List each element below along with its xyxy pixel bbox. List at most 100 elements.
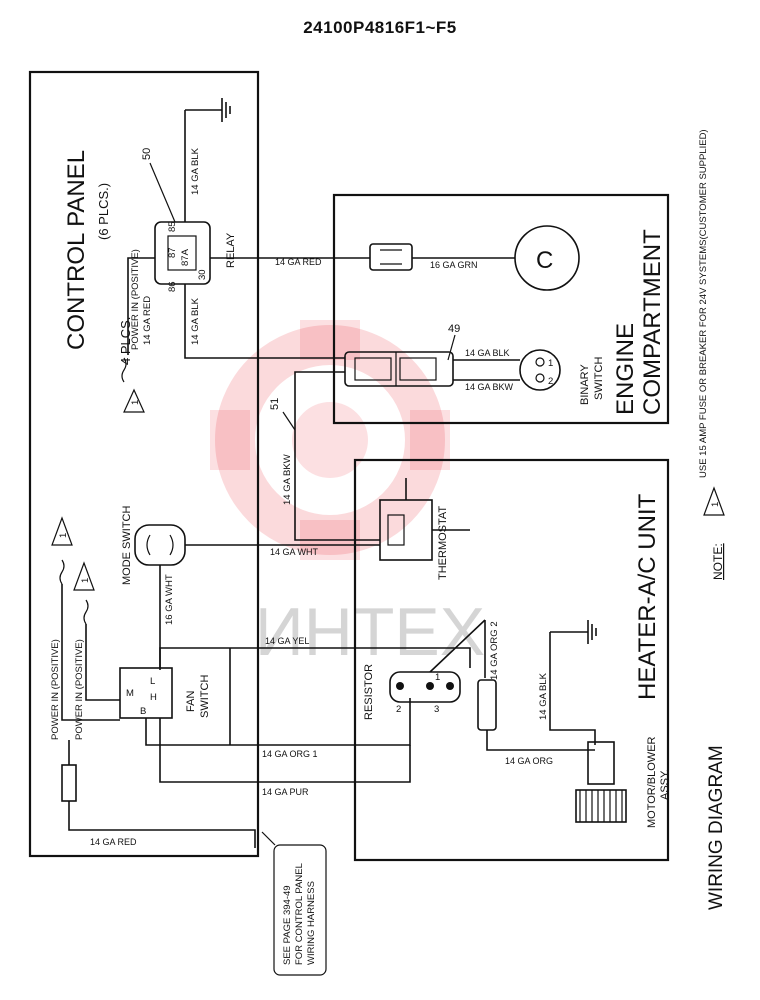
fan-pin-m: M (126, 688, 134, 699)
motor-blower (575, 741, 627, 823)
wire-break-left-2 (83, 599, 89, 625)
binary-switch-connector (344, 351, 454, 387)
callout-49: 49 (448, 323, 460, 335)
wire-blk-86 (184, 284, 345, 359)
note-marker-number: 1 (710, 502, 721, 507)
note-text: USE 15 AMP FUSE OR BREAKER FOR 24V SYSTE… (698, 129, 709, 478)
marker-triangle-left-2 (73, 561, 95, 591)
compressor-clutch-symbol (514, 225, 580, 291)
thermostat-contacts (387, 514, 405, 546)
wire-power-in-relay (127, 257, 155, 355)
org-inline-connector (477, 679, 497, 731)
resistor-pin-2: 2 (396, 704, 401, 715)
mode-switch-label: MODE SWITCH (121, 506, 133, 585)
binary-pin-2: 2 (548, 376, 553, 387)
six-places-label: (6 PLCS.) (96, 183, 111, 240)
wire-label-blk-50: 14 GA BLK (190, 147, 201, 195)
wire-label-bkw-binary: 14 GA BKW (465, 382, 514, 392)
resistor-pin-2-dot (396, 682, 404, 690)
note: NOTE: 1 USE 15 AMP FUSE OR BREAKER FOR 2… (698, 129, 725, 580)
relay-pin-87a: 87A (180, 248, 191, 266)
relay-body (154, 221, 211, 285)
mode-switch-body (134, 524, 186, 566)
engine-compartment-label-1: ENGINE (612, 323, 639, 415)
wire-label-grn: 16 GA GRN (430, 260, 478, 270)
reference-leader (261, 831, 276, 846)
control-panel-box (28, 70, 260, 858)
wiring-diagram-label: WIRING DIAGRAM (706, 745, 727, 910)
relay-pin-85: 85 (167, 221, 178, 232)
document-title: 24100P4816F1~F5 (303, 18, 457, 37)
wire-yel (159, 647, 471, 668)
wire-label-wht-mode: 16 GA WHT (164, 574, 175, 625)
wire-label-power-in-2: POWER IN (POSITIVE) (74, 639, 85, 740)
engine-compartment-label-2: COMPARTMENT (639, 229, 666, 415)
watermark-text: ИНТЕХ (255, 594, 485, 670)
grn-connector (369, 243, 413, 271)
wire-label-wht-thermostat: 14 GA WHT (270, 547, 319, 557)
wire-bkw-51 (294, 371, 380, 541)
wire-label-yel: 14 GA YEL (265, 636, 309, 646)
resistor-body (389, 671, 461, 703)
wire-blk-motor (549, 632, 596, 745)
wire-label-power-in-relay: POWER IN (POSITIVE) (130, 249, 141, 350)
wire-power-in-1 (61, 584, 120, 721)
wire-org2-diag (429, 619, 486, 673)
marker-number-left-1: 1 (58, 533, 69, 538)
relay-pin-86: 86 (167, 281, 178, 292)
wire-label-red-bottom: 14 GA RED (90, 837, 137, 847)
reference-line-3: WIRING HARNESS (306, 881, 317, 965)
resistor-pin-1-dot (426, 682, 434, 690)
wire-power-in-2 (85, 624, 120, 701)
blower-wheel (575, 789, 627, 823)
fan-switch: M L H B (119, 667, 173, 719)
engine-compartment-box (332, 193, 670, 425)
note-marker-triangle (703, 486, 725, 516)
mode-switch-contact-b (169, 534, 174, 556)
resistor: 2 1 3 (389, 671, 461, 715)
marker-number-left-2: 1 (80, 578, 91, 583)
wire-label-pur: 14 GA PUR (262, 787, 309, 797)
wire-pur (159, 718, 411, 783)
note-label: NOTE: (711, 543, 725, 580)
wire-org1 (145, 698, 411, 746)
callout-50: 50 (141, 148, 153, 160)
relay-label: RELAY (225, 232, 237, 268)
reference-line-2: FOR CONTROL PANEL (294, 863, 305, 965)
mode-switch-contact-a (146, 534, 151, 556)
binary-switch-body (519, 349, 561, 391)
wire-label-blk-49: 14 GA BLK (465, 348, 510, 358)
wire-label-org1: 14 GA ORG 1 (262, 749, 318, 759)
watermark-gear (210, 320, 450, 560)
callout-51: 51 (269, 398, 281, 410)
marker-triangle-relay (123, 388, 145, 413)
compressor-clutch-letter: C (536, 247, 553, 274)
marker-number-relay: 1 (130, 400, 141, 405)
relay-pin-30: 30 (197, 269, 208, 280)
fuse (61, 764, 77, 802)
wire-org-motor (486, 730, 595, 751)
callout-51-leader (282, 411, 296, 431)
wire-label-org2: 14 GA ORG 2 (489, 621, 500, 680)
wire-break-relay (121, 357, 127, 383)
wire-label-power-in-1: POWER IN (POSITIVE) (50, 639, 61, 740)
reference-line-1: SEE PAGE 394-49 (282, 885, 293, 965)
ground-symbol-top (185, 98, 231, 122)
connector-half-b (399, 357, 437, 381)
wire-label-bkw-51: 14 GA BKW (282, 454, 293, 505)
fan-switch-label-1: FAN (185, 691, 197, 712)
wire-label-org-motor: 14 GA ORG (505, 756, 553, 766)
binary-switch-label-1: BINARY (579, 364, 591, 405)
relay-pin-87: 87 (167, 247, 178, 258)
connector-half-a (354, 357, 392, 381)
four-places-label: 4 PLCS. (118, 317, 133, 365)
motor-label-1: MOTOR/BLOWER (646, 736, 658, 828)
thermostat-label: THERMOSTAT (437, 506, 449, 580)
fan-pin-l: L (150, 676, 155, 687)
wire-label-red-relay: 14 GA RED (275, 257, 322, 267)
resistor-label: RESISTOR (363, 664, 375, 720)
resistor-pin-1: 1 (435, 672, 440, 683)
motor-body (587, 741, 615, 785)
marker-triangle-left-1 (51, 516, 73, 546)
